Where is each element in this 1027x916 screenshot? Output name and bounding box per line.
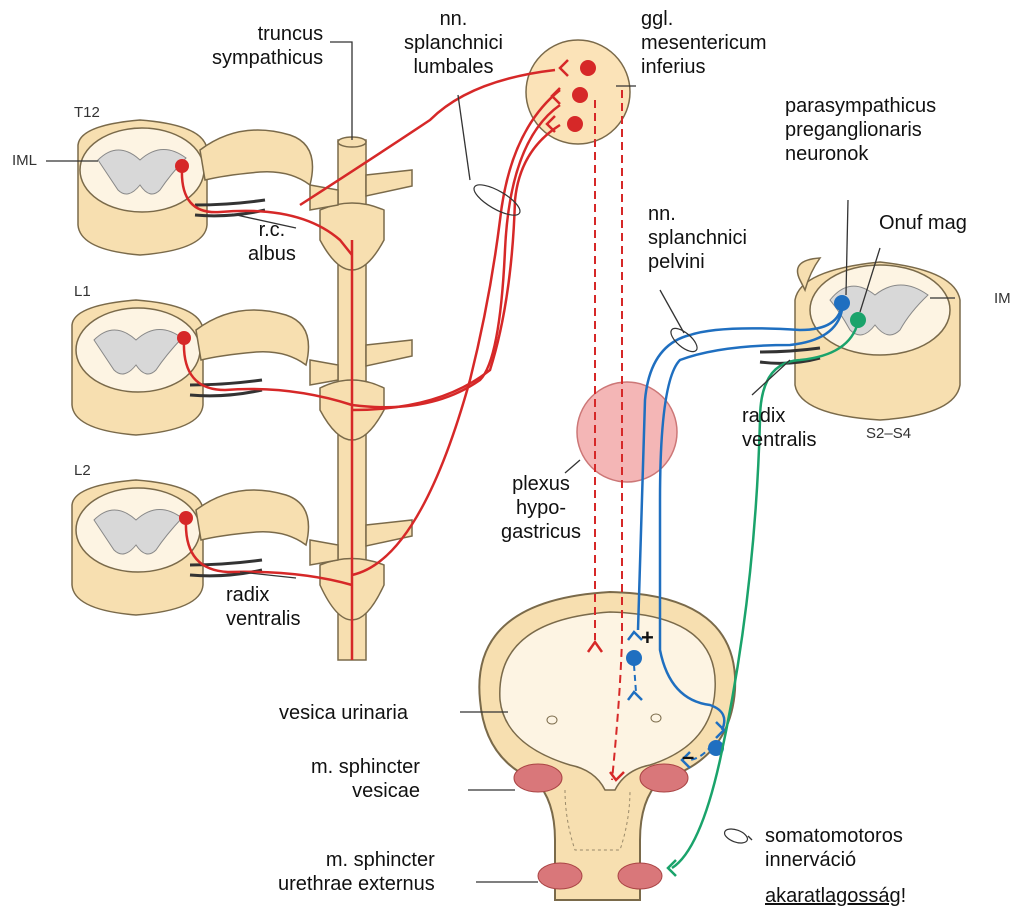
label-parasympathicus-preganglionaris: parasympathicus preganglionaris neuronok [785,94,936,166]
onuf-nucleus-neuron [850,312,866,328]
label-radix-ventralis-right: radix ventralis [742,404,816,452]
label-m-sphincter-vesicae: m. sphincter vesicae [311,755,420,803]
sphincter-urethrae-right [618,863,662,889]
segment-label-l1: L1 [74,283,91,300]
sign-minus: – [682,744,694,770]
urinary-bladder [479,592,735,900]
sign-plus: + [641,625,654,651]
spinal-segment-s2-s4 [760,258,960,420]
label-truncus-sympathicus: truncus sympathicus [212,22,323,70]
label-vesica-urinaria: vesica urinaria [279,701,408,725]
sphincter-vesicae-right [640,764,688,792]
segment-label-s2-s4: S2–S4 [866,425,911,442]
sphincter-vesicae-left [514,764,562,792]
label-akaratlagossag-line: akaratlagosság! [765,884,906,908]
label-iml-left: IML [12,152,37,169]
label-radix-ventralis-left: radix ventralis [226,583,300,631]
label-nn-splanchnici-pelvini: nn. splanchnici pelvini [648,202,747,274]
label-exclamation: ! [901,885,907,907]
segment-label-t12: T12 [74,104,100,121]
spinal-segment-l1 [72,300,309,435]
label-plexus-hypogastricus: plexus hypo- gastricus [501,472,581,544]
label-ggl-mesentericum-inferius: ggl. mesentericum inferius [641,7,767,79]
label-somatomotoros-innervacio: somatomotoros innerváció [765,824,903,872]
label-onuf-mag: Onuf mag [879,211,967,235]
label-nn-splanchnici-lumbales: nn. splanchnici lumbales [404,7,503,79]
label-rc-albus: r.c. albus [248,218,296,266]
label-akaratlagossag: akaratlagosság [765,885,901,907]
label-m-sphincter-urethrae-externus: m. sphincter urethrae externus [278,848,435,896]
label-im-right: IM [994,290,1011,307]
sphincter-urethrae-left [538,863,582,889]
sympathetic-neurons [175,60,596,525]
segment-label-l2: L2 [74,462,91,479]
